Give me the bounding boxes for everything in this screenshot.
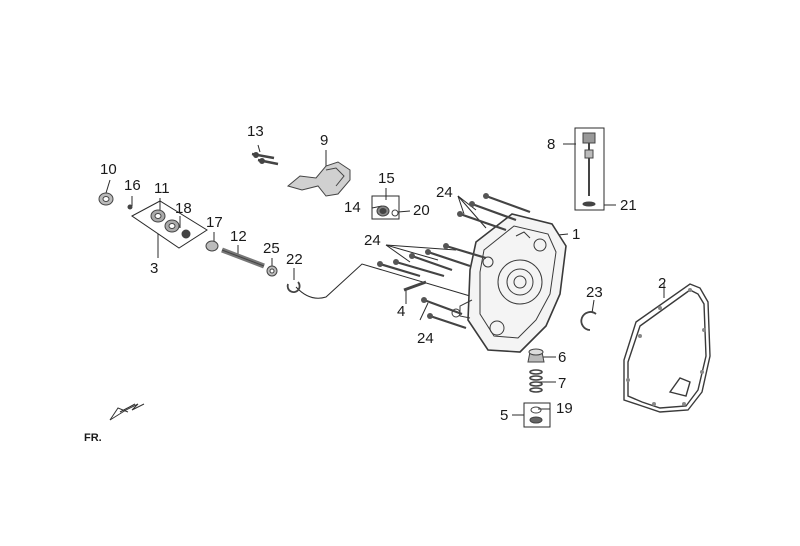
front-direction-arrow (109, 403, 145, 421)
callout-11: 11 (154, 180, 170, 197)
callout-13: 13 (247, 123, 264, 140)
callout-18: 18 (175, 200, 192, 217)
callout-4: 4 (397, 303, 406, 320)
callout-22: 22 (286, 251, 303, 268)
dipstick-assembly (582, 132, 596, 207)
cover-gasket (623, 283, 711, 413)
o-ring-21 (582, 201, 596, 207)
o-ring-19 (530, 406, 542, 414)
callout-24-top: 24 (436, 184, 453, 201)
front-direction-label: FR. (84, 432, 102, 444)
callout-7: 7 (558, 375, 567, 392)
callout-17: 17 (206, 214, 223, 231)
callout-15: 15 (378, 170, 395, 187)
callout-16: 16 (124, 177, 141, 194)
callout-24-mid: 24 (364, 232, 381, 249)
callout-2: 2 (658, 275, 667, 292)
cover-bolts (379, 194, 531, 330)
callout-5: 5 (500, 407, 509, 424)
circlip-23 (580, 311, 597, 331)
callout-8: 8 (547, 136, 556, 153)
shaft-assembly (98, 192, 301, 293)
spring-7 (529, 369, 543, 393)
callout-6: 6 (558, 349, 567, 366)
bracket-9 (286, 161, 351, 197)
pin-16 (127, 204, 133, 210)
oil-seal-kit-box (131, 200, 208, 249)
callout-12: 12 (230, 228, 247, 245)
callout-3: 3 (150, 260, 159, 277)
strainer-assembly (527, 348, 545, 424)
filter-cap-assembly (376, 205, 399, 217)
strainer-box (523, 402, 551, 428)
o-ring-20 (391, 209, 399, 217)
callout-10: 10 (100, 161, 117, 178)
callout-23: 23 (586, 284, 603, 301)
callout-25: 25 (263, 240, 280, 257)
circlip-22 (286, 281, 301, 293)
callout-20: 20 (413, 202, 430, 219)
crankcase-cover (451, 213, 567, 353)
callout-9: 9 (320, 132, 329, 149)
callout-21: 21 (620, 197, 637, 214)
washer-17 (205, 240, 219, 252)
callout-14: 14 (344, 199, 361, 216)
dipstick-cap-8 (582, 132, 596, 144)
bolt-heads (377, 193, 489, 319)
hose-line (295, 263, 471, 299)
o-ring-18 (181, 229, 191, 239)
group-outlines (131, 127, 605, 428)
bracket-assembly (251, 152, 351, 197)
filter-cap-box (371, 195, 400, 220)
callout-1: 1 (572, 226, 581, 243)
dipstick-box (574, 127, 605, 211)
callout-19: 19 (556, 400, 573, 417)
callout-24-bottom: 24 (417, 330, 434, 347)
